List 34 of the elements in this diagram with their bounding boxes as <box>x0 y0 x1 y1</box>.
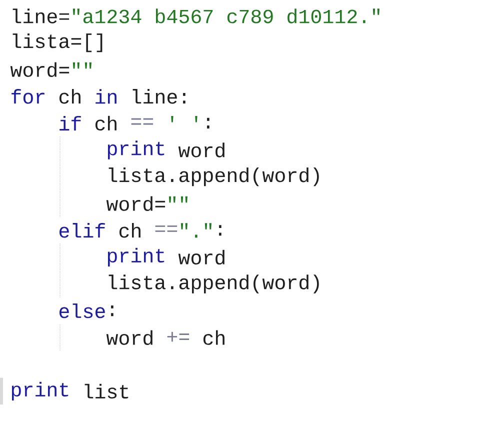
code-text: lista=[] <box>12 33 102 52</box>
code-text: print <box>108 140 164 160</box>
code-text: : <box>111 306 114 316</box>
code-text: print <box>108 248 164 267</box>
code-text: ch <box>95 116 116 131</box>
code-text: in <box>96 89 116 104</box>
code-text: word <box>106 330 152 345</box>
code-text: word <box>178 142 224 158</box>
code-text: word= <box>10 62 70 77</box>
code-text: "a1234 b4567 c789 d10112." <box>72 8 380 24</box>
code-text: "." <box>180 223 212 238</box>
code-text: for <box>12 89 44 104</box>
code-text: ch <box>203 330 224 345</box>
code-text: : <box>219 225 222 236</box>
code-text: "" <box>72 62 92 69</box>
code-text: list <box>84 384 128 399</box>
code-text: lista.append(word) <box>108 167 319 186</box>
code-text: if <box>60 116 81 130</box>
code-text: elif <box>60 223 105 238</box>
code-text: word <box>178 250 224 265</box>
code-text: line: <box>132 89 186 104</box>
code-text: ' ' <box>171 116 198 122</box>
code-text: ch <box>59 89 80 104</box>
code-text: print <box>12 382 68 400</box>
code-text: else <box>60 303 105 318</box>
code-text: line= <box>12 8 70 24</box>
code-text: word= <box>106 196 166 211</box>
code-text: "" <box>168 196 188 203</box>
code-text: : <box>207 118 210 128</box>
code-text: == <box>131 118 154 125</box>
code-text: += <box>167 332 190 342</box>
code-text: ch <box>119 223 140 238</box>
code-text: == <box>155 226 178 232</box>
code-text: lista.append(word) <box>108 274 319 294</box>
